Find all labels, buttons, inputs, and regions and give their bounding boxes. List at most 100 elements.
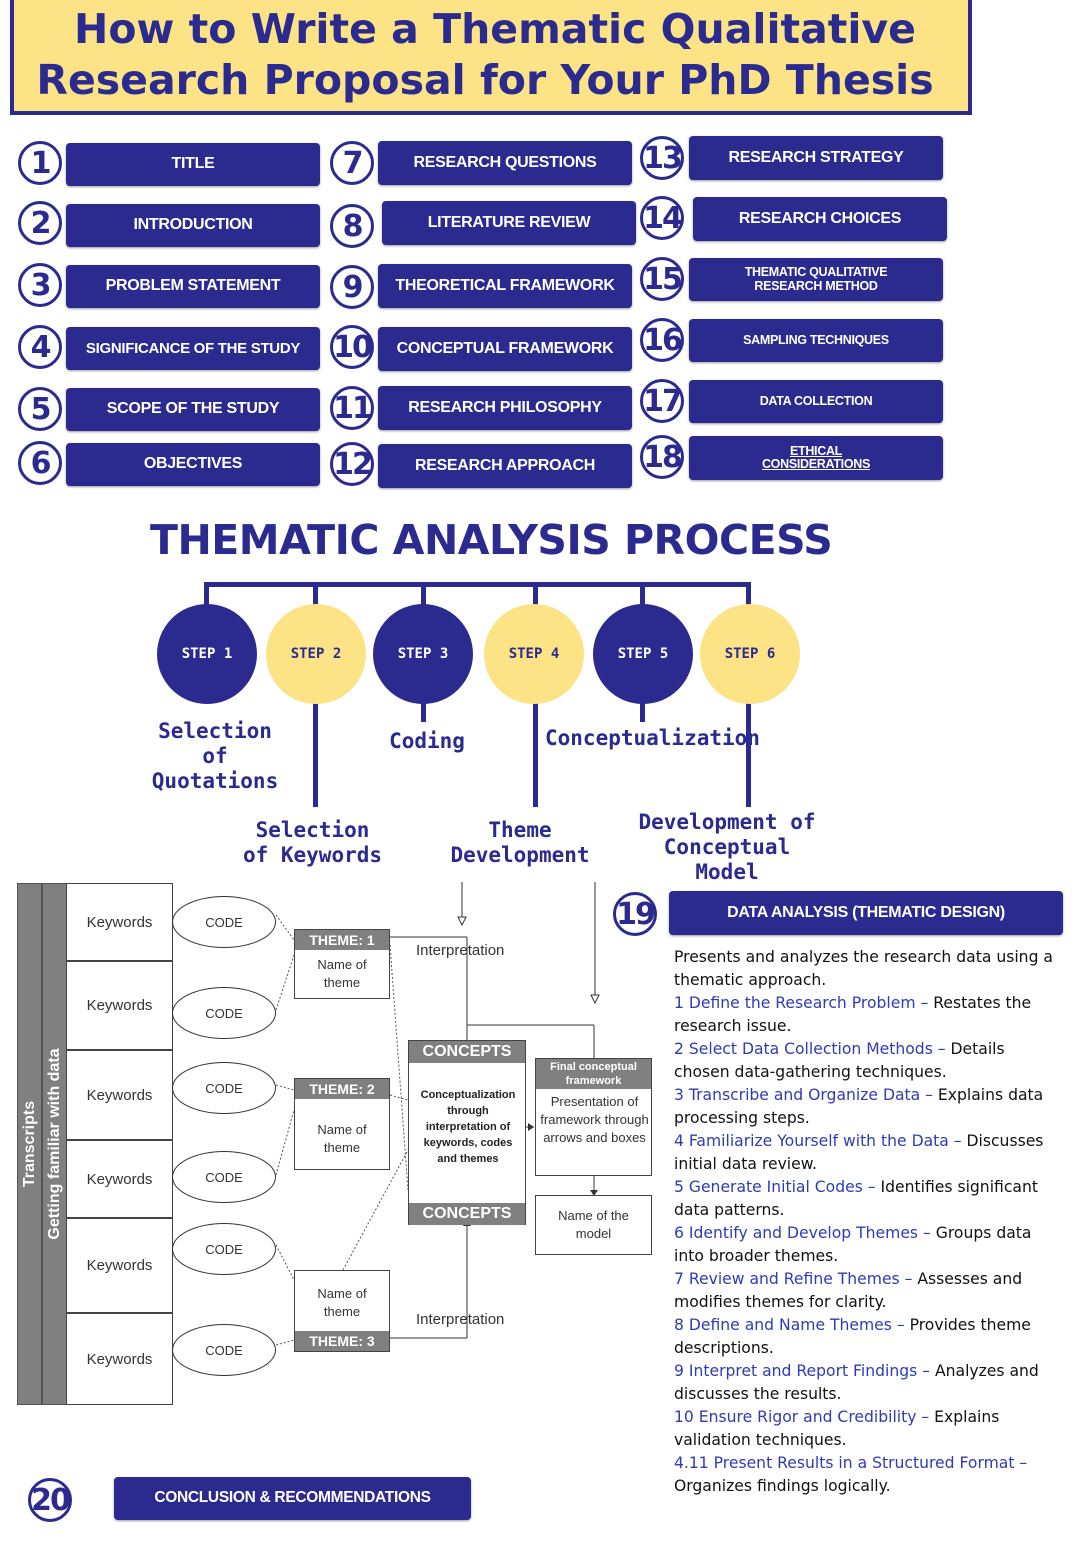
section-title: TITLE	[66, 143, 320, 186]
data-analysis-item-detail: Details chosen data-gathering techniques…	[674, 1040, 1005, 1081]
data-analysis-item-detail: Discusses initial data review.	[674, 1132, 1044, 1173]
section-research-questions: RESEARCH QUESTIONS	[378, 141, 632, 185]
section-problem-statement: PROBLEM STATEMENT	[66, 265, 320, 308]
code-ellipse: CODE	[172, 1324, 276, 1376]
data-analysis-item: 5 Generate Initial Codes – Identifies si…	[674, 1176, 1064, 1222]
data-analysis-item-detail: Identifies significant data patterns.	[674, 1178, 1038, 1219]
stage-conceptual-model: Development of Conceptual Model	[638, 810, 816, 884]
process-connector	[204, 582, 209, 607]
concepts-description: Conceptualization through interpretation…	[420, 1089, 516, 1165]
conclusion-title: CONCLUSION & RECOMMENDATIONS	[114, 1477, 471, 1520]
section-number: 5	[18, 387, 62, 431]
code-ellipse: CODE	[172, 1062, 276, 1114]
data-analysis-item-detail: Analyzes and discusses the results.	[674, 1362, 1039, 1403]
section-number: 8	[330, 204, 374, 248]
section-ethical: ETHICAL CONSIDERATIONS	[689, 436, 943, 480]
data-analysis-description: Presents and analyzes the research data …	[674, 946, 1064, 1498]
process-connector	[206, 582, 751, 587]
section-number: 15	[640, 257, 684, 301]
presentation-text: Presentation of framework through arrows…	[540, 1094, 649, 1145]
section-number: 3	[18, 263, 62, 307]
concepts-header: CONCEPTS	[409, 1041, 525, 1063]
section-number: 2	[18, 201, 62, 245]
code-ellipse: CODE	[172, 987, 276, 1039]
section-number: 16	[640, 318, 684, 362]
keywords-box: Keywords	[66, 883, 173, 961]
data-analysis-item-title: 4 Familiarize Yourself with the Data –	[674, 1132, 962, 1150]
stage-selection-of-quotations: Selection of Quotations	[151, 719, 279, 793]
section-scope: SCOPE OF THE STUDY	[66, 388, 320, 431]
data-analysis-item-title: 1 Define the Research Problem –	[674, 994, 929, 1012]
data-analysis-item: 10 Ensure Rigor and Credibility – Explai…	[674, 1406, 1064, 1452]
section-data-collection: DATA COLLECTION	[689, 380, 943, 423]
data-analysis-intro: Presents and analyzes the research data …	[674, 948, 1053, 989]
data-analysis-item-detail: Assesses and modifies themes for clarity…	[674, 1270, 1023, 1311]
data-analysis-item-title: 6 Identify and Develop Themes –	[674, 1224, 931, 1242]
data-analysis-item-title: 9 Interpret and Report Findings –	[674, 1362, 930, 1380]
data-analysis-item: 3 Transcribe and Organize Data – Explain…	[674, 1084, 1064, 1130]
data-analysis-item-title: 5 Generate Initial Codes –	[674, 1178, 876, 1196]
page-title-line-1: How to Write a Thematic Qualitative	[74, 5, 916, 53]
code-ellipse: CODE	[172, 896, 276, 948]
model-name-box: Name of the model	[535, 1195, 652, 1255]
keywords-box: Keywords	[66, 1218, 173, 1313]
section-research-approach: RESEARCH APPROACH	[378, 444, 632, 488]
data-analysis-item-detail: Restates the research issue.	[674, 994, 1032, 1035]
stage-theme-development: Theme Development	[450, 818, 590, 867]
theme-1-label: THEME: 1	[295, 930, 389, 950]
data-analysis-item: 7 Review and Refine Themes – Assesses an…	[674, 1268, 1064, 1314]
data-analysis-item: 6 Identify and Develop Themes – Groups d…	[674, 1222, 1064, 1268]
step-6-circle: STEP 6	[700, 604, 800, 704]
section-number: 1	[18, 141, 62, 185]
theme-name: Name of theme	[317, 957, 367, 990]
theme-2-label: THEME: 2	[295, 1079, 389, 1099]
stage-conceptualization: Conceptualization	[545, 726, 760, 750]
section-objectives: OBJECTIVES	[66, 443, 320, 486]
section-number: 10	[330, 325, 374, 369]
data-analysis-item-detail: Explains validation techniques.	[674, 1408, 1000, 1449]
data-analysis-item-title: 4.11 Present Results in a Structured For…	[674, 1454, 1028, 1472]
step-1-circle: STEP 1	[157, 604, 257, 704]
keywords-box: Keywords	[66, 1050, 173, 1140]
final-framework-box: Final conceptual framework Presentation …	[535, 1058, 652, 1176]
section-theoretical-framework: THEORETICAL FRAMEWORK	[378, 264, 632, 308]
stage-selection-of-keywords: Selection of Keywords	[242, 818, 383, 867]
section-thematic-method: THEMATIC QUALITATIVE RESEARCH METHOD	[689, 258, 943, 301]
section-research-choices: RESEARCH CHOICES	[693, 197, 947, 241]
final-framework-header: Final conceptual framework	[536, 1059, 651, 1089]
step-2-circle: STEP 2	[266, 604, 366, 704]
section-number: 13	[640, 136, 684, 180]
data-analysis-item: 4 Familiarize Yourself with the Data – D…	[674, 1130, 1064, 1176]
title-banner	[10, 0, 972, 115]
theme-3-label: THEME: 3	[295, 1331, 389, 1351]
theme-3-box: Name of theme THEME: 3	[294, 1270, 390, 1352]
keywords-box: Keywords	[66, 961, 173, 1050]
interpretation-label: Interpretation	[416, 1311, 505, 1328]
data-analysis-title: DATA ANALYSIS (THEMATIC DESIGN)	[669, 891, 1063, 935]
keywords-box: Keywords	[66, 1313, 173, 1405]
data-analysis-item-title: 8 Define and Name Themes –	[674, 1316, 905, 1334]
section-number: 14	[640, 196, 684, 240]
section-number: 6	[18, 441, 62, 485]
section-number: 19	[613, 892, 657, 936]
data-analysis-item-title: 10 Ensure Rigor and Credibility –	[674, 1408, 930, 1426]
section-number: 11	[330, 386, 374, 430]
data-analysis-item-detail: Groups data into broader themes.	[674, 1224, 1032, 1265]
theme-name: Name of theme	[317, 1122, 367, 1155]
section-number: 17	[640, 379, 684, 423]
theme-1-box: THEME: 1 Name of theme	[294, 929, 390, 999]
data-analysis-item: 1 Define the Research Problem – Restates…	[674, 992, 1064, 1038]
page-title-line-2: Research Proposal for Your PhD Thesis	[36, 56, 934, 104]
data-analysis-item: 8 Define and Name Themes – Provides them…	[674, 1314, 1064, 1360]
data-analysis-item: 9 Interpret and Report Findings – Analyz…	[674, 1360, 1064, 1406]
data-analysis-item: 4.11 Present Results in a Structured For…	[674, 1452, 1064, 1498]
data-analysis-item-detail: Provides theme descriptions.	[674, 1316, 1031, 1357]
step-3-circle: STEP 3	[373, 604, 473, 704]
theme-name: Name of theme	[317, 1286, 367, 1319]
data-analysis-item-detail: Explains data processing steps.	[674, 1086, 1044, 1127]
code-ellipse: CODE	[172, 1151, 276, 1203]
data-analysis-item-title: 7 Review and Refine Themes –	[674, 1270, 913, 1288]
section-number: 18	[640, 435, 684, 479]
section-number: 12	[330, 442, 374, 486]
data-analysis-item-title: 3 Transcribe and Organize Data –	[674, 1086, 933, 1104]
